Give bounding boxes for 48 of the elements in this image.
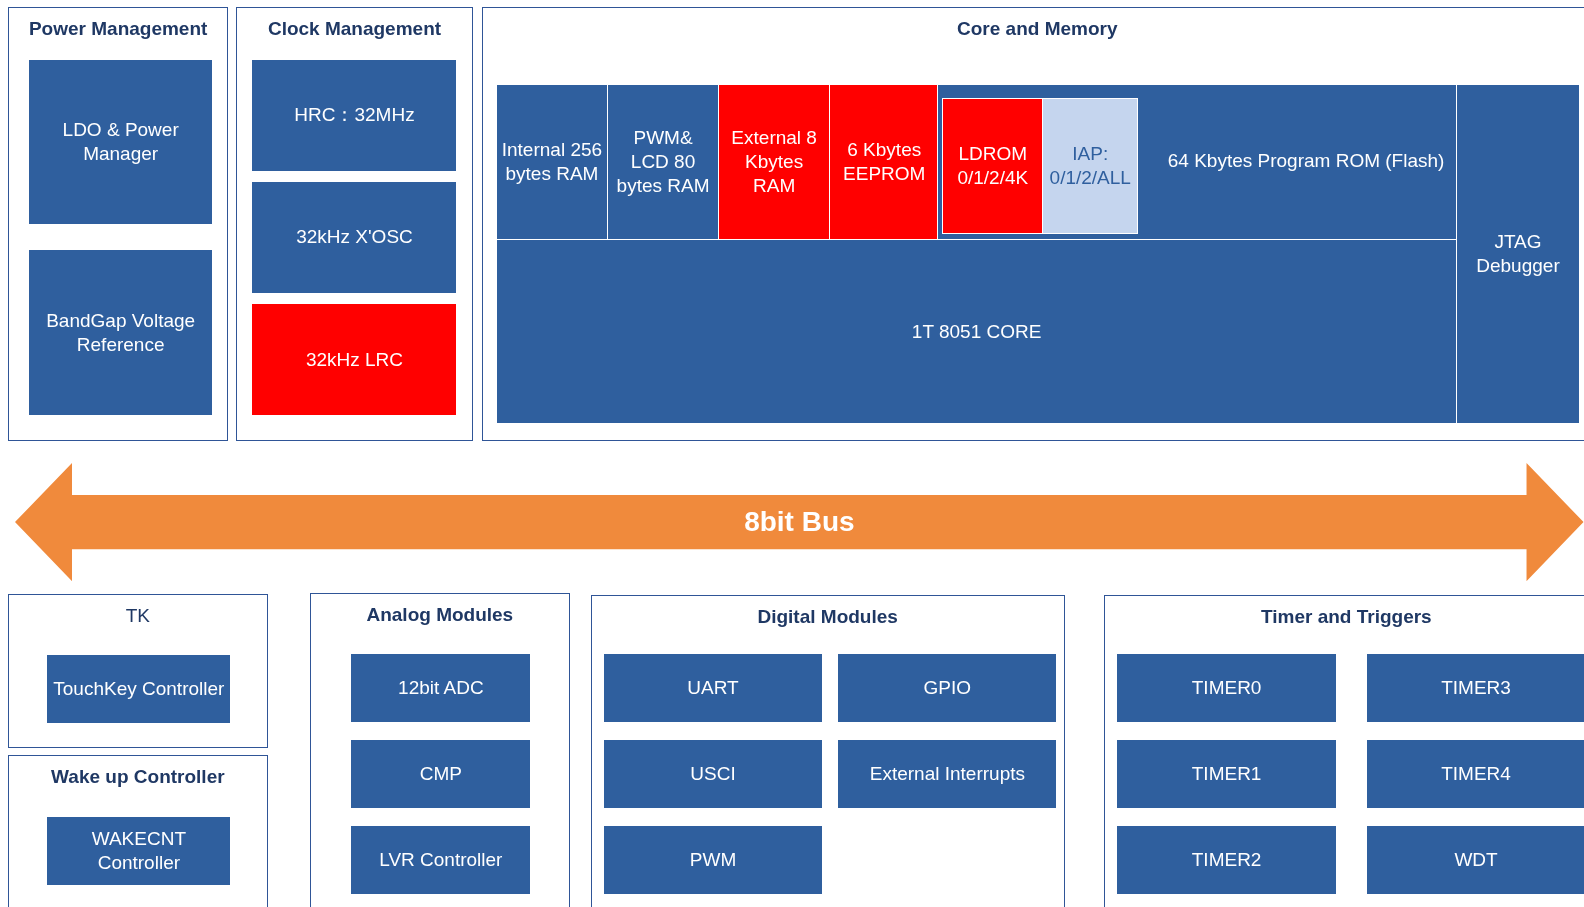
function-block: CMP (351, 740, 531, 808)
function-block: 32kHz X'OSC (252, 181, 457, 293)
module-panel (310, 592, 570, 907)
function-block: External 8 Kbytes RAM (719, 84, 830, 240)
bus-label: 8bit Bus (743, 505, 856, 538)
module-panel (481, 7, 1584, 442)
function-block: Internal 256 bytes RAM (496, 84, 607, 240)
function-block: TouchKey Controller (47, 655, 231, 724)
module-panel (1103, 594, 1584, 907)
function-block: LDO & Power Manager (29, 59, 213, 225)
module-panel (236, 7, 473, 442)
function-block: TIMER2 (1117, 826, 1337, 894)
function-block: 6 Kbytes EEPROM (830, 84, 939, 240)
function-block: IAP: 0/1/2/ALL (1043, 98, 1138, 234)
function-block: TIMER4 (1366, 740, 1584, 808)
module-panel (8, 593, 268, 749)
function-block: HRC：32MHz (252, 59, 457, 171)
function-block: UART (603, 654, 823, 723)
function-block: WDT (1366, 826, 1584, 894)
block-label: 64 Kbytes Program ROM (Flash) (1167, 150, 1445, 173)
module-panel (8, 755, 268, 907)
function-block: LDROM 0/1/2/4K (943, 98, 1043, 234)
function-block: PWM (603, 826, 823, 894)
panel-title: TK (124, 604, 151, 627)
function-block: External Interrupts (838, 740, 1057, 808)
function-block: BandGap Voltage Reference (29, 250, 213, 416)
memory-block (938, 84, 1457, 240)
panel-title: Core and Memory (956, 18, 1119, 41)
function-block: JTAG Debugger (1457, 84, 1579, 424)
module-panel (590, 594, 1065, 907)
function-block: 12bit ADC (351, 654, 531, 723)
panel-title: Timer and Triggers (1259, 605, 1433, 628)
function-block: WAKECNT Controller (47, 817, 231, 885)
panel-title: Digital Modules (756, 605, 899, 628)
function-block: LVR Controller (351, 826, 531, 894)
function-block: 1T 8051 CORE (496, 240, 1457, 424)
module-panel (8, 7, 229, 442)
function-block: TIMER0 (1117, 654, 1337, 723)
panel-title: Analog Modules (365, 603, 515, 626)
panel-title: Wake up Controller (50, 766, 226, 789)
function-block: 32kHz LRC (252, 304, 457, 416)
function-block: TIMER1 (1117, 740, 1337, 808)
panel-title: Clock Management (266, 18, 443, 41)
function-block: USCI (603, 740, 823, 808)
panel-title: Power Management (27, 18, 209, 41)
function-block: TIMER3 (1366, 654, 1584, 723)
function-block: GPIO (838, 654, 1057, 723)
function-block: PWM& LCD 80 bytes RAM (608, 84, 719, 240)
